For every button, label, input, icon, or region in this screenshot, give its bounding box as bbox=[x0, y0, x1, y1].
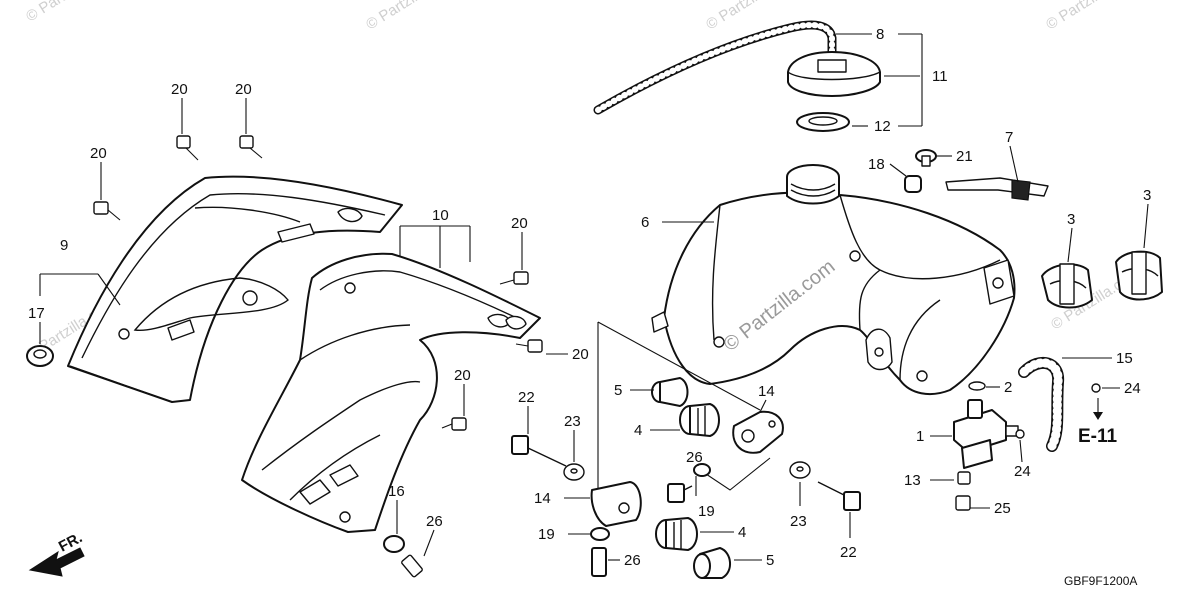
callout-2: 2 bbox=[1004, 379, 1012, 396]
fuel-valve-1 bbox=[953, 399, 1019, 469]
washer-23-left bbox=[563, 463, 585, 481]
callout-26-c: 26 bbox=[624, 552, 641, 569]
bolt-26-left bbox=[401, 554, 423, 578]
collar-5-lower bbox=[693, 547, 731, 579]
left-shroud bbox=[67, 175, 403, 403]
callout-24-a: 24 bbox=[1124, 380, 1141, 397]
callout-4-a: 4 bbox=[634, 422, 642, 439]
bolt-22-right bbox=[817, 481, 861, 511]
center-hardware bbox=[511, 321, 861, 579]
callout-1: 1 bbox=[916, 428, 924, 445]
breather-tube-8 bbox=[593, 20, 837, 115]
right-shroud bbox=[241, 252, 541, 533]
strainer-13 bbox=[957, 471, 971, 485]
rubber-mount-3-b bbox=[1115, 250, 1163, 301]
callout-6: 6 bbox=[641, 214, 649, 231]
callout-8: 8 bbox=[876, 26, 884, 43]
section-reference[interactable]: E-11 bbox=[1078, 426, 1118, 447]
bolt-26-lower bbox=[591, 547, 607, 577]
rubber-4-upper bbox=[679, 403, 720, 437]
callout-19-a: 19 bbox=[698, 503, 715, 520]
callout-26-b: 26 bbox=[686, 449, 703, 466]
callout-7: 7 bbox=[1005, 129, 1013, 146]
bracket-14-right bbox=[732, 410, 784, 454]
callout-18: 18 bbox=[868, 156, 885, 173]
fuel-cap-11 bbox=[787, 51, 881, 97]
callout-5-a: 5 bbox=[614, 382, 622, 399]
callout-22-a: 22 bbox=[518, 389, 535, 406]
clip-24-b bbox=[1015, 429, 1025, 439]
collar-19-right bbox=[693, 463, 711, 477]
callout-20-d: 20 bbox=[511, 215, 528, 232]
collar-18 bbox=[904, 175, 922, 193]
callout-20-e: 20 bbox=[572, 346, 589, 363]
bolt-26-right bbox=[667, 483, 693, 503]
bolt-22-left bbox=[511, 435, 567, 467]
bolts-left bbox=[26, 135, 543, 578]
rubber-mount-3-a bbox=[1041, 263, 1093, 309]
collar-19-lower bbox=[590, 527, 610, 541]
callout-20-a: 20 bbox=[90, 145, 107, 162]
front-direction-indicator: FR. bbox=[28, 529, 85, 577]
callout-13: 13 bbox=[904, 472, 921, 489]
callout-20-b: 20 bbox=[171, 81, 188, 98]
callout-5-b: 5 bbox=[766, 552, 774, 569]
callout-16: 16 bbox=[388, 483, 405, 500]
callout-24-b: 24 bbox=[1014, 463, 1031, 480]
callout-19-b: 19 bbox=[538, 526, 555, 543]
bracket-14-lower bbox=[590, 481, 642, 527]
callout-11: 11 bbox=[932, 68, 948, 85]
callout-labels: 9 17 20 20 20 20 20 20 10 16 26 6 8 11 1… bbox=[28, 26, 1151, 569]
callout-23-b: 23 bbox=[790, 513, 807, 530]
diagram-code: GBF9F1200A bbox=[1064, 574, 1137, 588]
front-arrow-icon bbox=[28, 547, 85, 577]
callout-14-a: 14 bbox=[758, 383, 775, 400]
washer-2 bbox=[968, 381, 986, 391]
grommet-17 bbox=[26, 345, 54, 367]
bolt-20-a bbox=[93, 201, 121, 221]
leader-lines bbox=[39, 33, 1149, 561]
callout-3-a: 3 bbox=[1067, 211, 1075, 228]
cap-gasket-12 bbox=[796, 112, 850, 132]
callout-10: 10 bbox=[432, 207, 449, 224]
callout-12: 12 bbox=[874, 118, 891, 135]
watermark-top-4: © Partzilla.com bbox=[1043, 0, 1138, 33]
band-7 bbox=[945, 177, 1049, 201]
bolt-21 bbox=[915, 149, 937, 167]
callout-14-b: 14 bbox=[534, 490, 551, 507]
callout-25: 25 bbox=[994, 500, 1011, 517]
bolt-20-e bbox=[515, 339, 543, 353]
bolt-20-c bbox=[239, 135, 263, 159]
callout-3-b: 3 bbox=[1143, 187, 1151, 204]
clip-24-a bbox=[1091, 383, 1101, 393]
watermark-top-1: © Partzilla.com bbox=[23, 0, 118, 25]
bolt-20-d bbox=[499, 271, 529, 285]
watermark-top-2: © Partzilla.com bbox=[363, 0, 458, 33]
collar-5-upper bbox=[651, 377, 689, 407]
fuel-tank bbox=[651, 164, 1016, 396]
callout-4-b: 4 bbox=[738, 524, 746, 541]
callout-21: 21 bbox=[956, 148, 973, 165]
callout-26-a: 26 bbox=[426, 513, 443, 530]
callout-20-c: 20 bbox=[235, 81, 252, 98]
callout-20-f: 20 bbox=[454, 367, 471, 384]
callout-23-a: 23 bbox=[564, 413, 581, 430]
callout-9: 9 bbox=[60, 237, 68, 254]
callout-15: 15 bbox=[1116, 350, 1133, 367]
bolt-25 bbox=[955, 495, 971, 511]
collar-16 bbox=[383, 535, 405, 553]
callout-17: 17 bbox=[28, 305, 45, 322]
rubber-4-lower bbox=[655, 517, 698, 551]
fuel-tube-15 bbox=[1018, 356, 1065, 452]
washer-23-right bbox=[789, 461, 811, 479]
bolt-20-b bbox=[176, 135, 199, 161]
callout-22-b: 22 bbox=[840, 544, 857, 561]
bolt-20-f bbox=[441, 417, 467, 431]
